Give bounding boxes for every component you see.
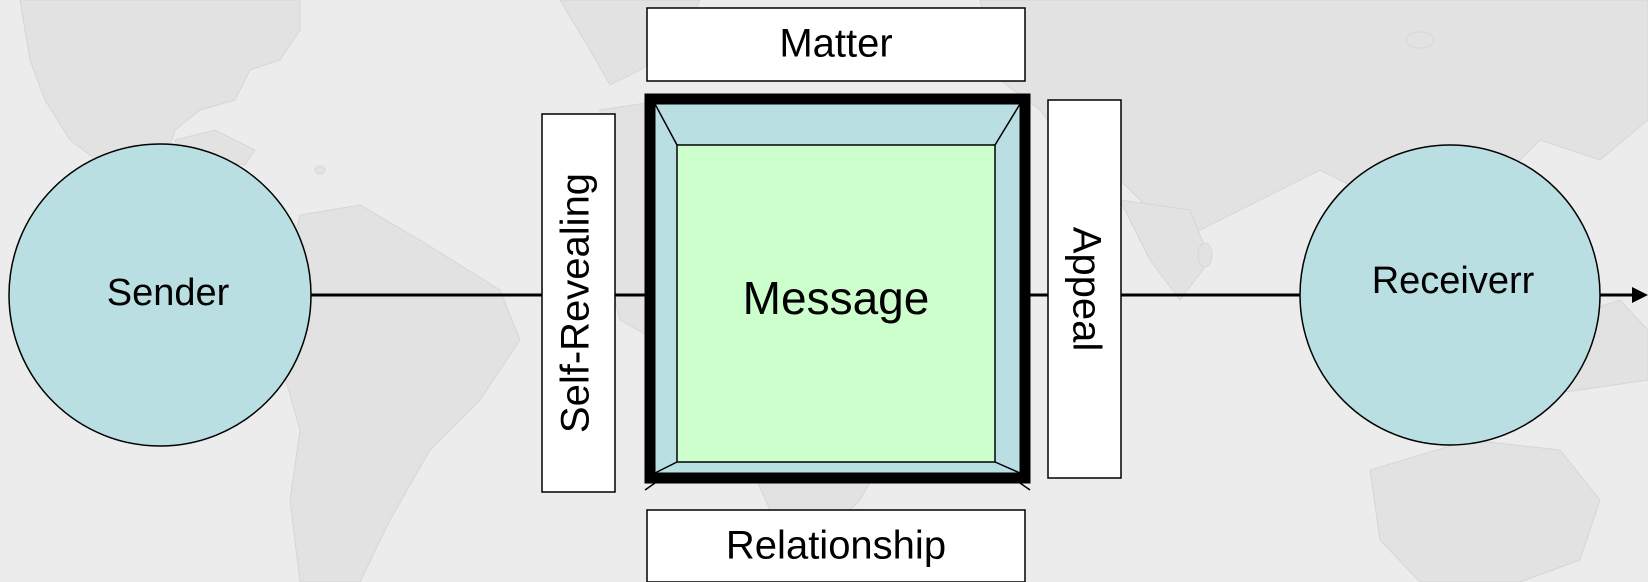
appeal-box: Appeal [1047, 99, 1122, 479]
relationship-label: Relationship [726, 524, 946, 568]
appeal-label: Appeal [1064, 227, 1108, 352]
message-box: Message [644, 93, 1031, 491]
matter-label: Matter [779, 22, 892, 66]
relationship-box: Relationship [646, 509, 1026, 582]
self-revealing-label: Self-Revealing [554, 173, 598, 433]
sender-node: Sender [8, 143, 312, 447]
self-revealing-box: Self-Revealing [541, 113, 616, 493]
receiver-node: Receiverr [1299, 144, 1601, 446]
arrow-head-icon [1632, 287, 1648, 303]
matter-box: Matter [646, 7, 1026, 82]
message-label: Message [743, 272, 930, 324]
sender-label: Sender [107, 272, 230, 314]
receiver-label: Receiverr [1372, 260, 1535, 302]
